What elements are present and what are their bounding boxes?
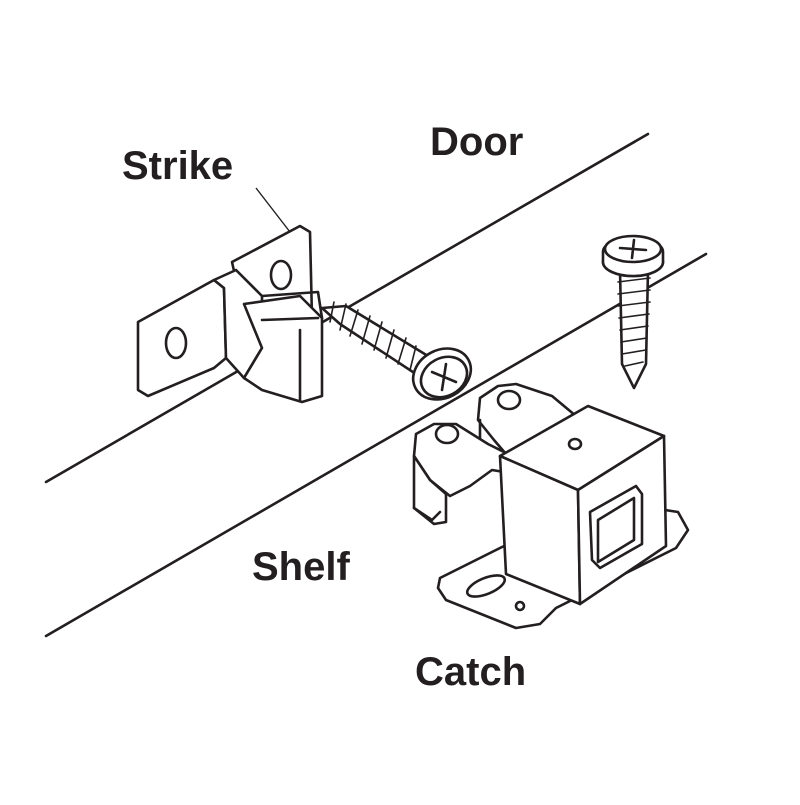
strike-screw-hole-upper	[269, 259, 293, 291]
roller-catch	[412, 382, 690, 630]
strike-leader-line	[255, 187, 291, 233]
shelf-label: Shelf	[252, 545, 350, 589]
strike-bracket	[136, 224, 324, 404]
catch-screw	[601, 234, 665, 390]
catch-roller-front	[434, 423, 460, 445]
phillips-cross	[430, 362, 458, 392]
strike-screw	[320, 301, 473, 401]
door-label: Door	[430, 120, 524, 164]
catch-label: Catch	[415, 650, 527, 694]
strike-label: Strike	[122, 144, 234, 188]
catch-slot-hole	[465, 574, 507, 598]
catch-top-hole	[567, 437, 583, 451]
phillips-cross	[618, 238, 648, 260]
strike-screw-hole-left	[164, 326, 188, 360]
catch-small-hole	[514, 600, 526, 612]
catch-roller-rear	[496, 389, 522, 411]
catch-side-window	[588, 484, 644, 570]
